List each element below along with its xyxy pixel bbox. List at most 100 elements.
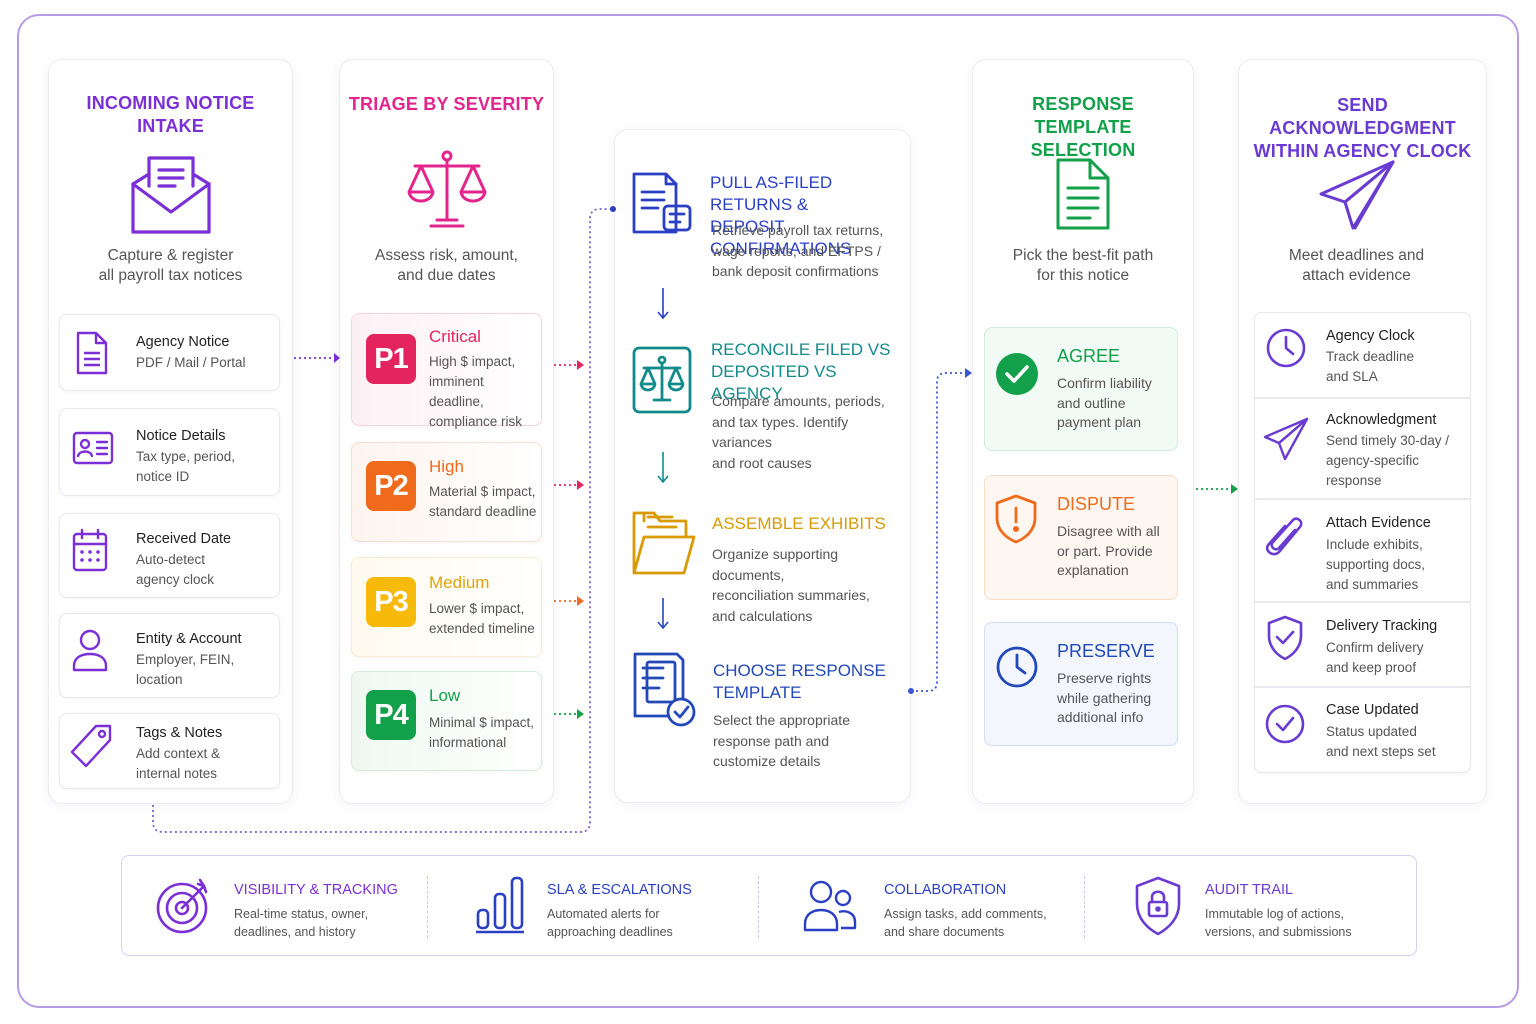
intake-item-title: Received Date xyxy=(136,531,232,547)
intake-item-desc-line: Add context & xyxy=(136,746,221,761)
ack-subtitle-line2: attach evidence xyxy=(1302,267,1411,284)
step-desc-line: Organize supporting documents, xyxy=(712,546,839,583)
triage-level-p2[interactable]: P2 High Material $ impact, standard dead… xyxy=(351,442,542,542)
triage-level-p1[interactable]: P1 Critical High $ impact, imminent dead… xyxy=(351,313,542,429)
ack-item-title: Delivery Tracking xyxy=(1326,618,1438,634)
step-choose-template[interactable]: CHOOSE RESPONSE TEMPLATE Select the appr… xyxy=(614,652,911,782)
intake-item-title: Entity & Account xyxy=(136,631,242,647)
intake-subtitle-line1: Capture & register xyxy=(107,247,234,264)
step-assemble-exhibits[interactable]: ASSEMBLE EXHIBITS Organize supporting do… xyxy=(614,505,911,624)
intake-item-tags-notes[interactable]: Tags & Notes Add context & internal note… xyxy=(59,713,280,789)
triage-level-desc: Lower $ impact, extended timeline xyxy=(429,599,535,639)
template-option-agree[interactable]: AGREE Confirm liability and outline paym… xyxy=(984,327,1178,451)
triage-subtitle: Assess risk, amount, and due dates xyxy=(340,246,553,286)
template-option-desc-line: or part. Provide xyxy=(1057,542,1153,559)
arrowhead xyxy=(334,353,340,363)
triage-level-title: Medium xyxy=(429,573,490,592)
step-desc-line: Select the appropriate xyxy=(713,712,850,728)
ack-item-attach-evidence[interactable]: Attach Evidence Include exhibits, suppor… xyxy=(1254,499,1471,602)
feature-visibility[interactable]: VISIBILITY & TRACKING Real-time status, … xyxy=(122,856,427,955)
clock-icon xyxy=(995,645,1039,694)
feature-desc: Immutable log of actions, versions, and … xyxy=(1205,905,1352,941)
intake-item-desc: PDF / Mail / Portal xyxy=(136,353,246,373)
intake-item-agency-notice[interactable]: Agency Notice PDF / Mail / Portal xyxy=(59,314,280,391)
intake-item-title: Tags & Notes xyxy=(136,725,223,741)
ack-item-title: Acknowledgment xyxy=(1326,412,1437,428)
feature-title: SLA & ESCALATIONS xyxy=(547,882,692,898)
bar-chart-icon xyxy=(476,876,524,939)
feature-title: AUDIT TRAIL xyxy=(1205,882,1294,898)
arrowhead xyxy=(577,480,584,490)
step-pull-returns[interactable]: PULL AS-FILED RETURNS & DEPOSIT CONFIRMA… xyxy=(614,168,911,288)
triage-subtitle-line2: and due dates xyxy=(397,267,496,284)
intake-item-title: Agency Notice xyxy=(136,334,230,350)
paperclip-icon xyxy=(1265,514,1305,565)
ack-item-agency-clock[interactable]: Agency Clock Track deadline and SLA xyxy=(1254,312,1471,398)
connector-dot xyxy=(908,688,914,694)
step-title-line: RECONCILE FILED vs xyxy=(711,340,891,359)
step-title: CHOOSE RESPONSE TEMPLATE xyxy=(713,660,886,704)
scales-icon xyxy=(405,150,489,235)
triage-level-desc-line: compliance risk xyxy=(429,414,523,429)
intake-item-notice-details[interactable]: Notice Details Tax type, period, notice … xyxy=(59,408,280,496)
step-arrow-down xyxy=(657,598,669,630)
feature-desc: Automated alerts for approaching deadlin… xyxy=(547,905,673,941)
feature-divider xyxy=(758,876,759,938)
shield-check-icon xyxy=(1267,615,1303,666)
arrowhead xyxy=(577,596,584,606)
feature-collaboration[interactable]: COLLABORATION Assign tasks, add comments… xyxy=(759,856,1084,955)
triage-level-title: Critical xyxy=(429,327,481,346)
ack-item-desc-line: Confirm delivery xyxy=(1326,640,1424,655)
ack-item-case-updated[interactable]: Case Updated Status updated and next ste… xyxy=(1254,687,1471,773)
shield-alert-icon xyxy=(995,494,1037,549)
intake-item-entity-account[interactable]: Entity & Account Employer, FEIN, locatio… xyxy=(59,613,280,698)
template-option-preserve[interactable]: PRESERVE Preserve rights while gathering… xyxy=(984,622,1178,746)
triage-level-desc-line: standard deadline xyxy=(429,504,537,519)
template-option-title: DISPUTE xyxy=(1057,494,1136,514)
template-subtitle: Pick the best-fit path for this notice xyxy=(973,246,1193,286)
template-subtitle-line1: Pick the best-fit path xyxy=(1012,247,1154,264)
step-reconcile[interactable]: RECONCILE FILED vs DEPOSITED vs AGENCY C… xyxy=(614,338,911,471)
calendar-icon xyxy=(72,528,108,577)
envelope-document-icon xyxy=(129,154,213,241)
paper-plane-icon xyxy=(1319,160,1395,235)
triage-title: TRIAGE BY SEVERITY xyxy=(348,94,545,114)
step-title: PULL AS-FILED RETURNS & DEPOSIT CONFIRMA… xyxy=(710,172,911,260)
step-title-line: ASSEMBLE EXHIBITS xyxy=(712,514,886,533)
triage-level-p4[interactable]: P4 Low Minimal $ impact, informational xyxy=(351,671,542,771)
intake-item-title: Notice Details xyxy=(136,428,226,444)
ack-item-desc-line: Track deadline xyxy=(1326,349,1415,364)
intake-item-received-date[interactable]: Received Date Auto-detect agency clock xyxy=(59,513,280,598)
step-title-line: PULL AS-FILED RETURNS & xyxy=(710,173,833,214)
feature-desc-line: versions, and submissions xyxy=(1205,925,1352,939)
template-option-desc-line: Confirm liability xyxy=(1057,375,1152,391)
ack-title: SEND ACKNOWLEDGMENT WITHIN AGENCY CLOCK xyxy=(1253,95,1472,161)
feature-audit[interactable]: AUDIT TRAIL Immutable log of actions, ve… xyxy=(1085,856,1415,955)
documents-icon xyxy=(632,170,694,243)
document-icon xyxy=(76,331,108,380)
step-desc-line: and calculations xyxy=(712,607,813,624)
ack-item-acknowledgment[interactable]: Acknowledgment Send timely 30-day / agen… xyxy=(1254,398,1471,499)
ack-item-delivery-tracking[interactable]: Delivery Tracking Confirm delivery and k… xyxy=(1254,602,1471,687)
template-option-desc: Preserve rights while gathering addition… xyxy=(1057,669,1151,728)
template-option-desc-line: Preserve rights xyxy=(1057,670,1152,686)
triage-level-p3[interactable]: P3 Medium Lower $ impact, extended timel… xyxy=(351,557,542,657)
feature-sla[interactable]: SLA & ESCALATIONS Automated alerts for a… xyxy=(428,856,758,955)
template-option-desc-line: payment plan xyxy=(1057,414,1142,430)
ack-item-desc-line: and SLA xyxy=(1326,369,1378,384)
p2-badge: P2 xyxy=(366,461,416,511)
connector-dot xyxy=(610,206,616,212)
intake-item-desc-line: Employer, FEIN, xyxy=(136,652,235,667)
arrowhead xyxy=(577,360,584,370)
ack-item-desc-line: supporting docs, xyxy=(1326,557,1426,572)
triage-subtitle-line1: Assess risk, amount, xyxy=(375,247,518,264)
shield-lock-icon xyxy=(1135,876,1181,941)
intake-title: INCOMING NOTICE INTAKE xyxy=(86,93,255,136)
template-option-dispute[interactable]: DISPUTE Disagree with all or part. Provi… xyxy=(984,475,1178,600)
document-check-icon xyxy=(633,652,697,735)
triage-level-desc-line: extended timeline xyxy=(429,621,535,636)
feature-desc-line: Automated alerts for xyxy=(547,907,660,921)
feature-title: COLLABORATION xyxy=(884,882,1007,898)
triage-level-desc-line: Material $ impact, xyxy=(429,484,536,499)
